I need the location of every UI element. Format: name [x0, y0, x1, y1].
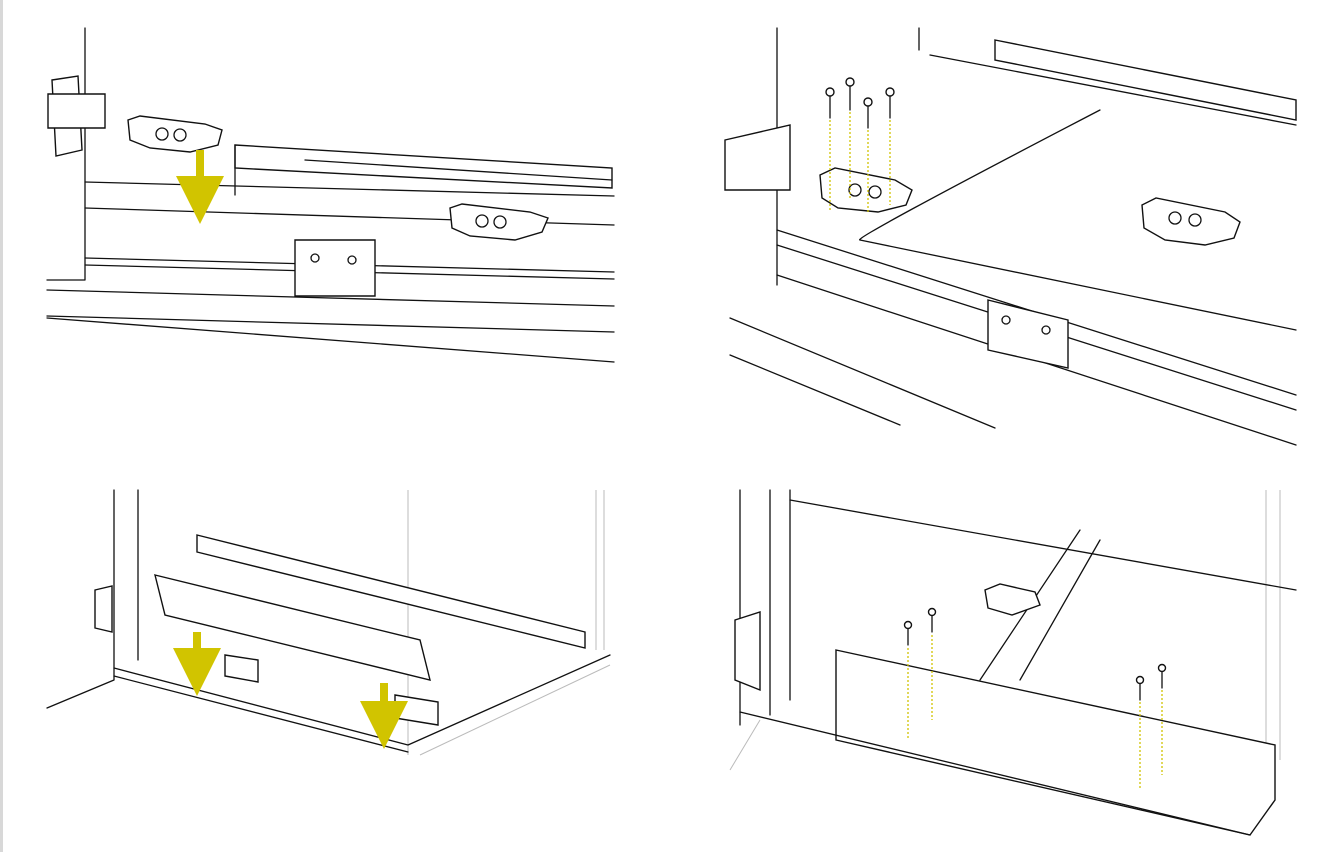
drawer-frame [154, 574, 431, 681]
screws [825, 77, 895, 214]
push-latch [819, 167, 913, 213]
front-bracket [294, 239, 376, 297]
screws [903, 607, 1167, 790]
step-4-panel [729, 489, 1297, 836]
step-3-panel [46, 489, 611, 756]
step-2-panel [724, 27, 1297, 446]
push-latch [449, 203, 549, 241]
drawer-frame [835, 649, 1276, 836]
page-left-edge [0, 0, 3, 852]
hinge [734, 611, 761, 692]
push-latch [127, 115, 223, 153]
front-bracket [987, 299, 1069, 369]
push-latch [1141, 197, 1241, 246]
drawer-slide [234, 144, 613, 189]
drawer-slide [196, 534, 586, 649]
hinge [94, 585, 113, 633]
drawer-slide [994, 39, 1297, 121]
hinge-plate [724, 124, 791, 191]
push-latch [984, 583, 1041, 616]
step-1-panel [46, 27, 615, 363]
